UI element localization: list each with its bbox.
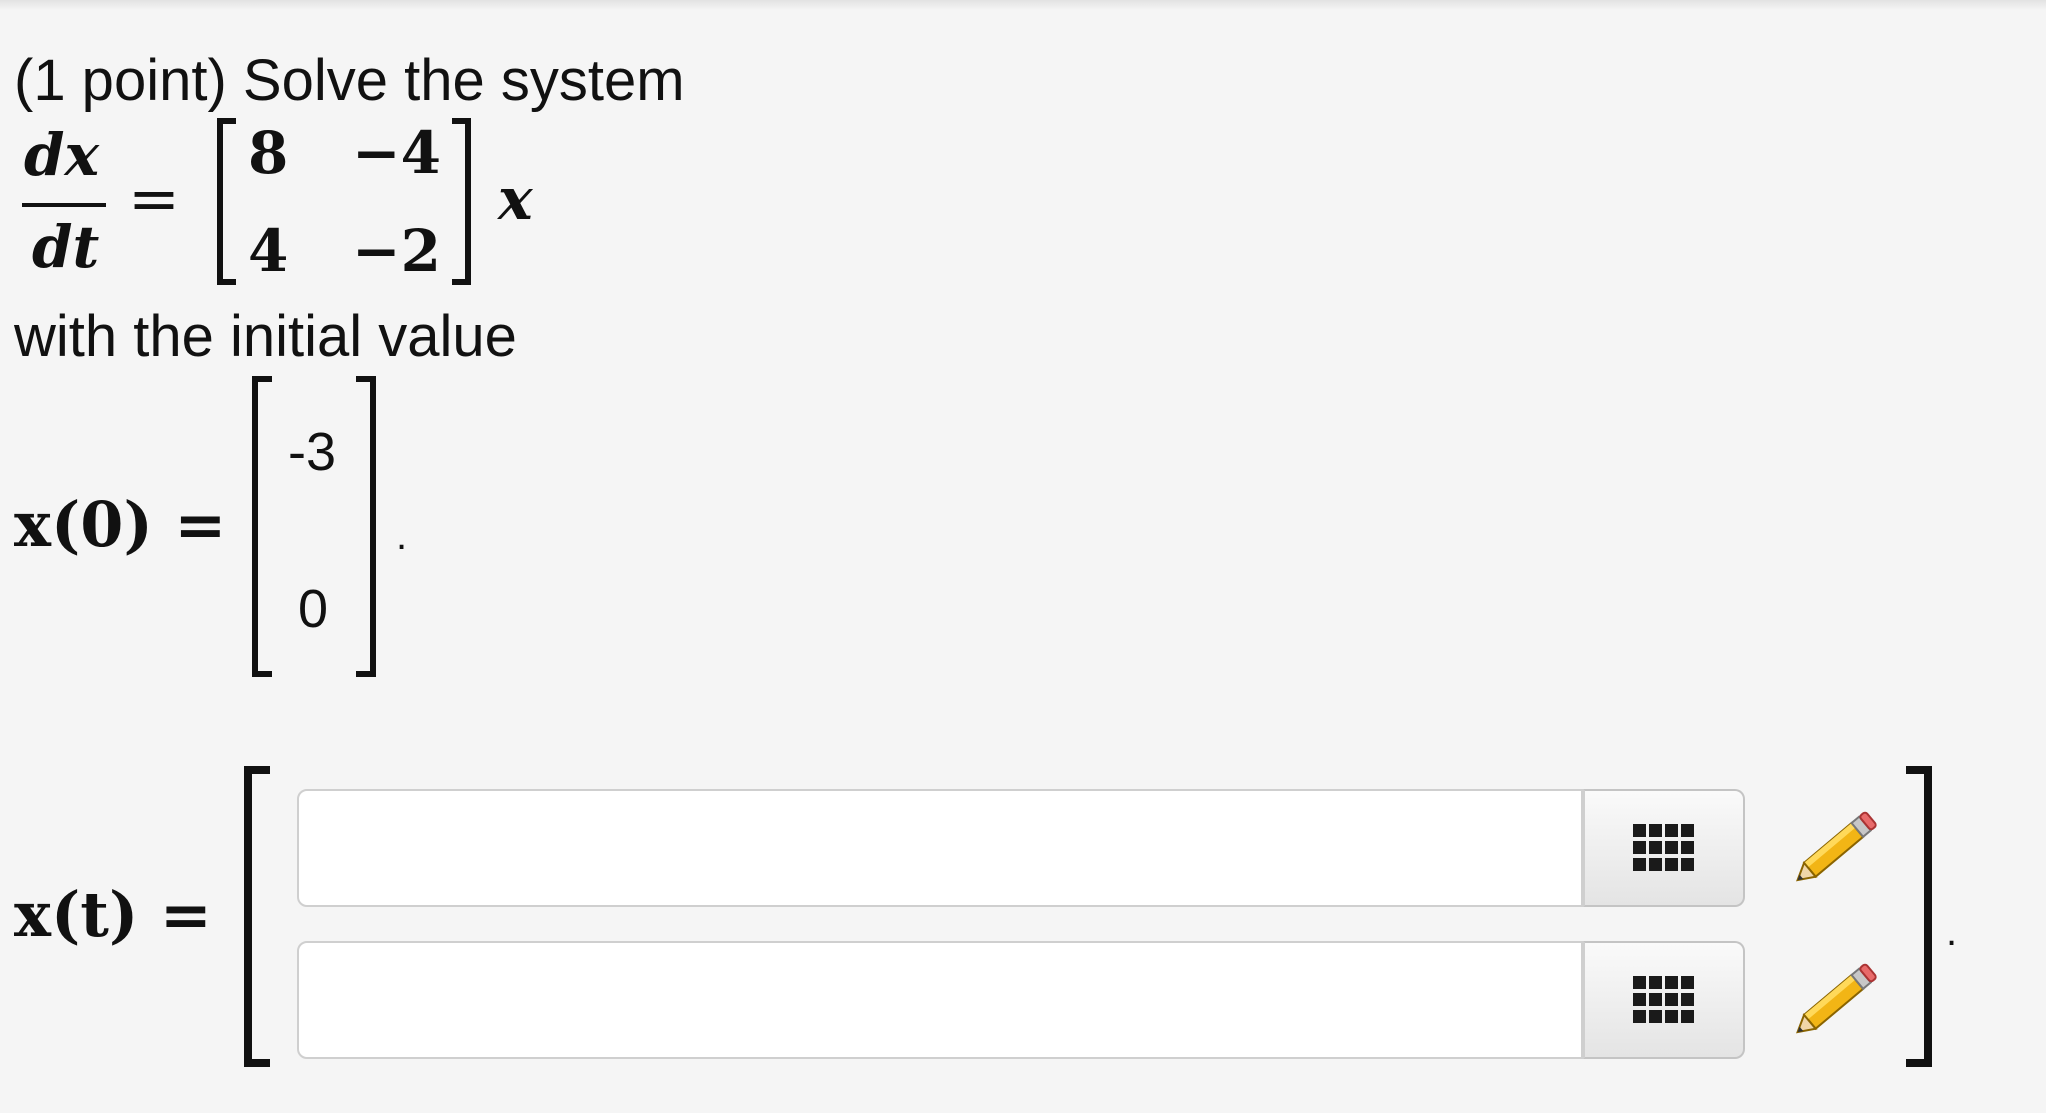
initial-vector-entry-2: 0	[298, 579, 329, 639]
initial-vector-entry-1: -3	[288, 422, 337, 482]
fraction-bar	[22, 203, 106, 207]
initial-vector-right-bracket	[356, 376, 376, 677]
answer-right-bracket	[1906, 766, 1932, 1067]
derivative-numerator: dx	[24, 121, 100, 189]
answer-vector-brackets	[244, 766, 1932, 1067]
matrix-cell-r2c2: −2	[352, 217, 441, 285]
matrix-cell-r2c1: 4	[248, 217, 289, 285]
system-equals-sign: =	[128, 162, 180, 235]
initial-value-period: .	[396, 514, 408, 558]
problem-points-label: (1 point) Solve the system	[14, 48, 685, 113]
matrix-left-bracket	[217, 118, 236, 285]
matrix-entry-button-1[interactable]	[1583, 789, 1745, 907]
answer-period: .	[1946, 910, 1958, 954]
pencil-icon[interactable]	[1785, 800, 1885, 900]
grid-icon	[1633, 824, 1694, 871]
matrix-cell-r1c2: −4	[352, 119, 441, 187]
pencil-icon[interactable]	[1785, 952, 1885, 1052]
initial-vector-brackets	[252, 376, 376, 677]
system-vector-x: x	[498, 165, 533, 233]
answer-lhs: x(t) =	[14, 878, 212, 951]
matrix-cell-r1c1: 8	[248, 119, 289, 187]
initial-vector-left-bracket	[252, 376, 272, 677]
coefficient-matrix	[217, 118, 471, 285]
derivative-denominator: dt	[32, 213, 100, 281]
matrix-right-bracket	[452, 118, 471, 285]
matrix-entry-button-2[interactable]	[1583, 941, 1745, 1059]
initial-value-lhs: x(0) =	[14, 488, 227, 561]
page-top-divider	[0, 0, 2046, 10]
answer-input-1[interactable]	[297, 789, 1583, 907]
answer-left-bracket	[244, 766, 270, 1067]
answer-input-2[interactable]	[297, 941, 1583, 1059]
grid-icon	[1633, 976, 1694, 1023]
initial-value-label: with the initial value	[14, 304, 517, 369]
